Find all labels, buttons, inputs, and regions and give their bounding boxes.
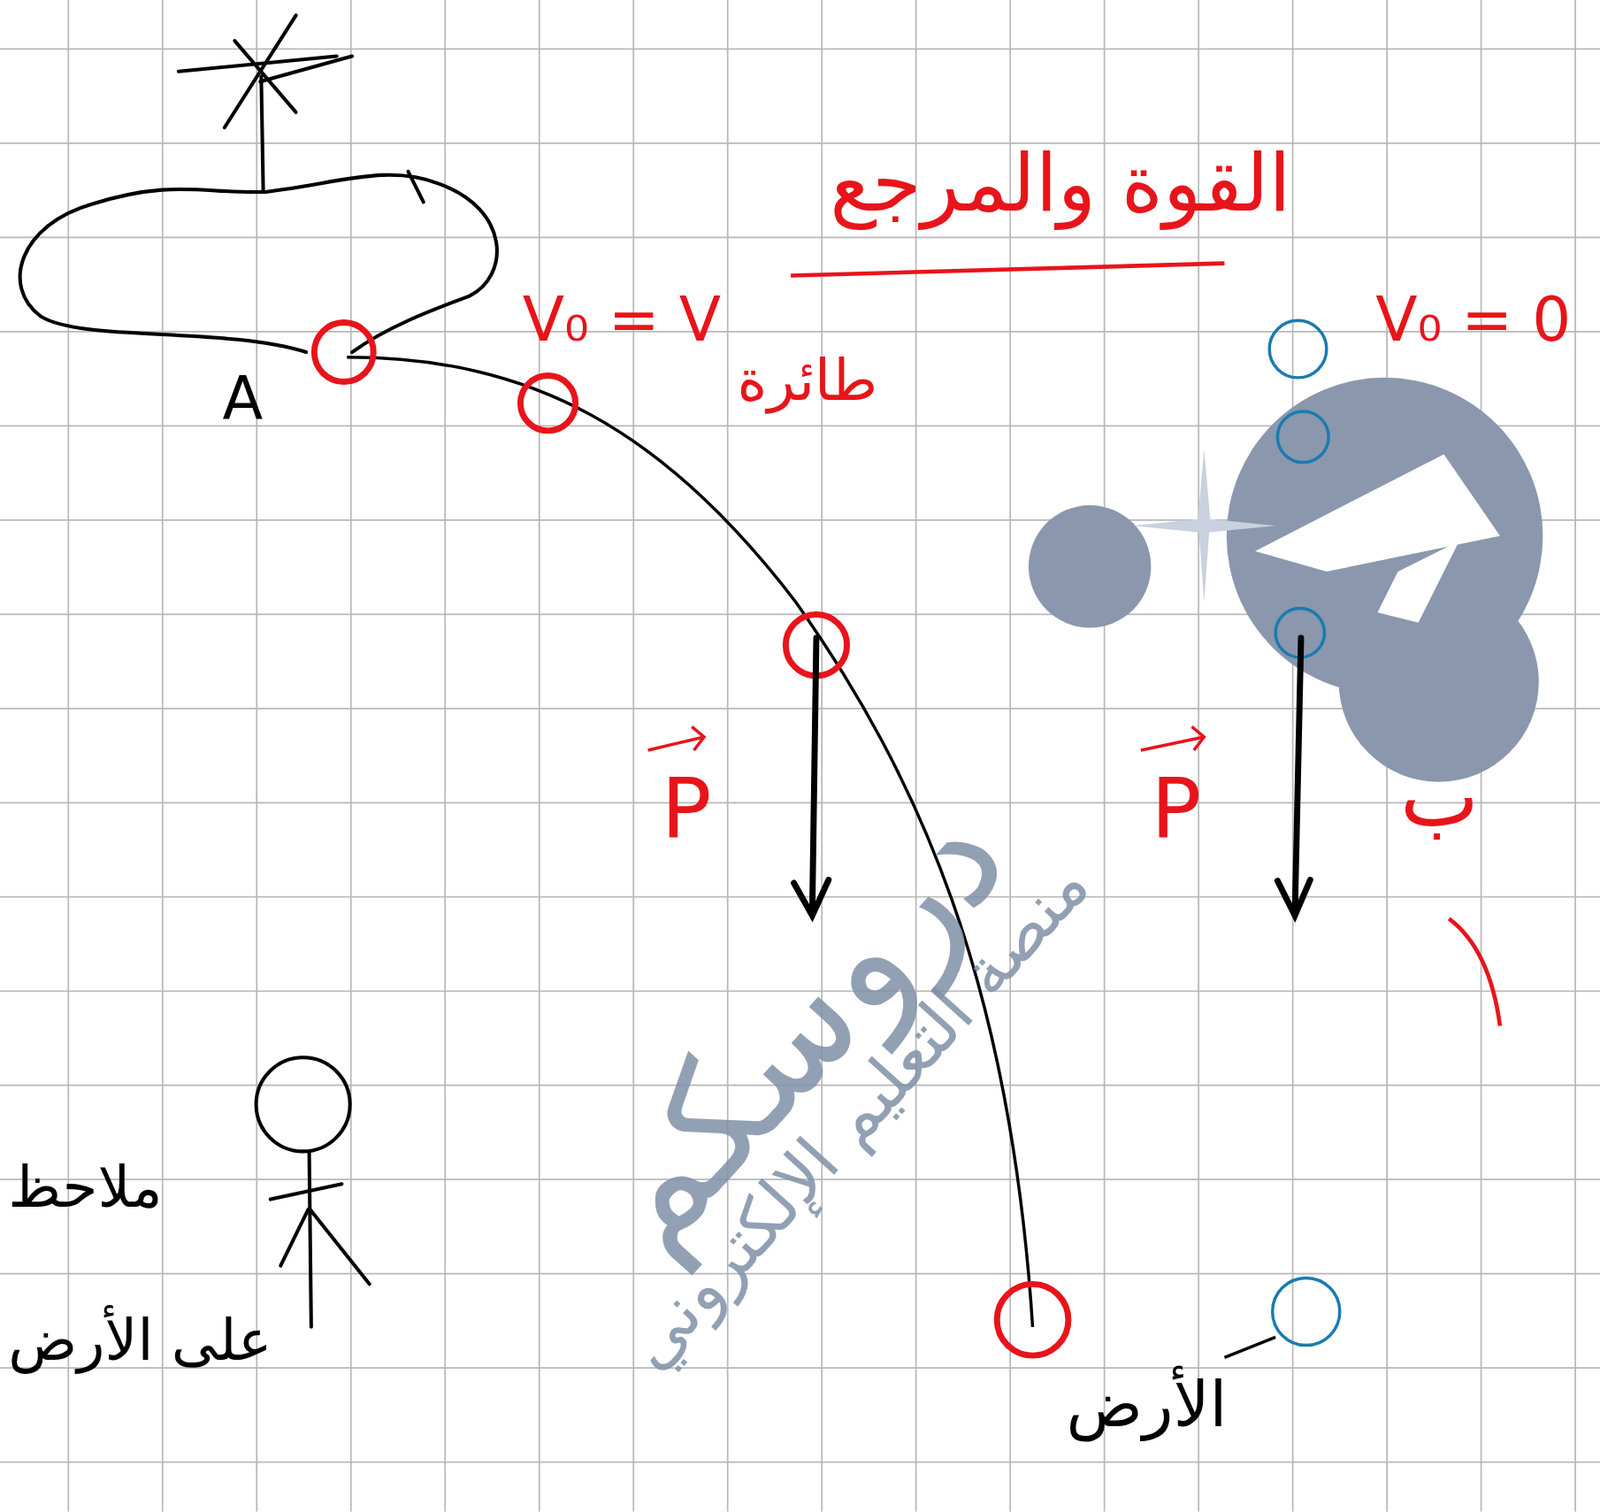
observer-label: ملاحظ <box>7 1157 162 1216</box>
watermark-logo <box>1028 377 1543 782</box>
grid-line <box>1009 0 1011 1512</box>
grid-line <box>161 0 164 1512</box>
cloud <box>20 15 498 353</box>
weight-label: P <box>661 767 712 852</box>
plane-position <box>313 322 1069 1356</box>
velocity-label: V₀ = V <box>522 288 721 350</box>
grid-line <box>1103 0 1106 1512</box>
point-label: A <box>222 369 264 429</box>
grid-line <box>0 142 1600 145</box>
grid-line <box>350 0 353 1512</box>
grid-line <box>444 0 446 1512</box>
vector-mark <box>648 726 1205 751</box>
plane-label: طائرة <box>737 352 879 410</box>
velocity-label: V₀ = 0 <box>1375 288 1571 350</box>
grid-line <box>1197 0 1200 1512</box>
note-label: ب <box>1400 755 1479 840</box>
grid-line <box>255 0 258 1512</box>
ground-mark <box>1224 1336 1276 1357</box>
trajectory <box>346 357 1033 1327</box>
observer-figure <box>256 1056 370 1327</box>
grid-line <box>0 330 1600 333</box>
grid-line <box>0 801 1600 804</box>
observer-label: على الأرض <box>7 1311 272 1370</box>
title-underline <box>790 263 1225 276</box>
grid-line <box>0 236 1600 238</box>
weight-label: P <box>1150 767 1202 852</box>
ground-label: الأرض <box>1066 1372 1228 1437</box>
title: القوة والمرجع <box>829 143 1291 223</box>
grid-line <box>1574 0 1577 1512</box>
grid-line <box>538 0 541 1512</box>
grid-line <box>0 1272 1600 1275</box>
grid-line <box>67 0 69 1512</box>
grid-line <box>0 1461 1600 1463</box>
grid-line <box>632 0 635 1512</box>
grid-line <box>1292 0 1294 1512</box>
grid-line <box>820 0 823 1512</box>
free-fall-position <box>1269 320 1340 1345</box>
grid-line <box>915 0 918 1512</box>
red-mark <box>1448 918 1501 1026</box>
